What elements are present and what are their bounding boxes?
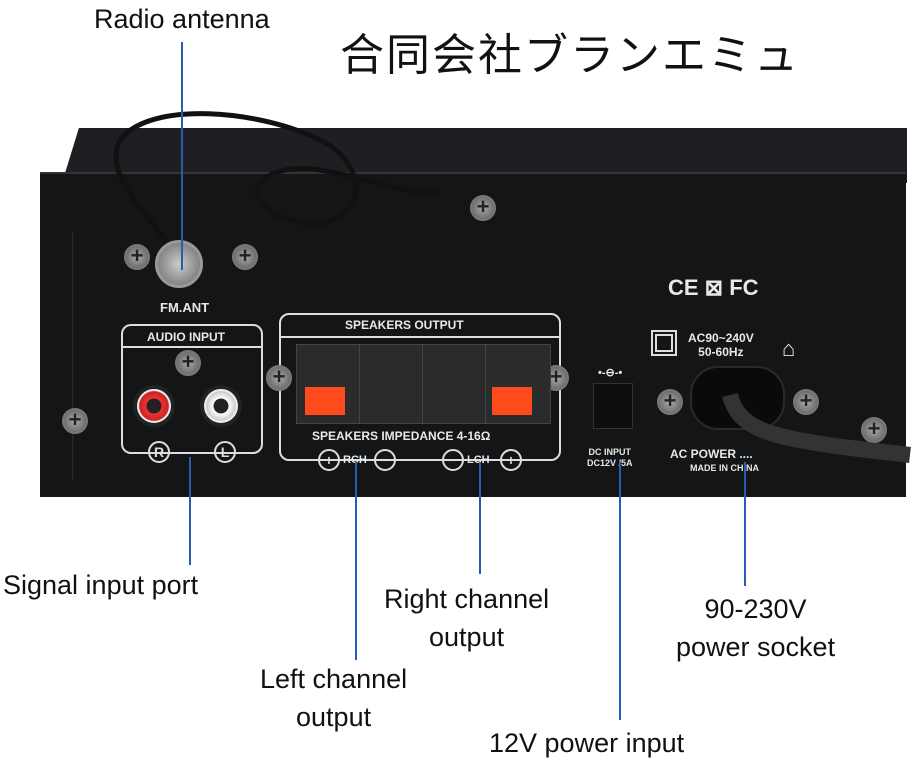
speakers-output-label: SPEAKERS OUTPUT [345,318,464,332]
label-line: output [296,702,372,732]
ac-power-label: AC POWER .... [670,447,753,461]
power-cord [722,392,911,463]
l-marker: L [214,441,236,463]
label-right-channel: Right channel output [384,580,549,656]
label-radio-antenna: Radio antenna [94,4,270,34]
label-left-channel: Left channel output [260,660,407,736]
dc-input-text: DC INPUT [588,447,632,457]
label-line: Left channel [260,664,408,694]
rca-left-input[interactable] [200,385,242,427]
divider [121,346,263,348]
speaker-terminal-lch-plus[interactable] [485,344,551,424]
ac-voltage: AC90~240V [688,331,754,345]
speaker-terminal-rch-plus[interactable] [296,344,362,424]
fm-antenna-jack[interactable] [155,240,203,288]
callout-line-socket [744,462,746,586]
fm-ant-label: FM.ANT [160,300,210,315]
screw-icon [232,243,258,270]
watermark: 合同会社ブランエミュ [340,31,800,80]
dc-input-jack[interactable] [593,383,633,429]
audio-input-box [121,324,263,454]
label-12v-power: 12V power input [489,728,685,758]
ac-frequency: 50-60Hz [698,345,744,359]
screw-icon [793,388,819,415]
divider [279,336,561,338]
rca-right-input[interactable] [133,385,175,427]
dc-polarity-icon: •-⊖-• [598,367,623,379]
screw-icon [175,349,201,376]
callout-line-signal [189,457,191,565]
amplifier-rear-panel [40,172,906,497]
screw-icon [470,194,496,221]
screw-icon [124,243,150,270]
double-insulation-icon [651,330,677,356]
label-signal-input: Signal input port [3,570,199,600]
screw-icon [62,407,88,434]
certification-marks: CE ⊠ FC [668,275,759,300]
label-line: 90-230V [704,594,807,624]
impedance-label: SPEAKERS IMPEDANCE 4-16Ω [312,429,491,443]
dc-rating-text: DC12V /5A [587,458,633,468]
r-marker: R [148,441,170,463]
callout-line-12v [619,462,621,720]
indoor-use-icon: ⌂ [782,336,796,361]
label-line: power socket [676,632,836,662]
callout-line-antenna [181,42,183,270]
callout-line-right [479,462,481,574]
callout-line-left [355,462,357,660]
made-in-label: MADE IN CHINA [690,463,759,473]
audio-input-label: AUDIO INPUT [147,330,225,344]
antenna-cable [113,111,442,267]
plus-icon: + [500,449,522,471]
lch-label: LCH [467,454,490,466]
plus-icon: + [318,449,340,471]
minus-icon: − [442,449,464,471]
minus-icon: − [374,449,396,471]
screw-icon [657,388,683,415]
rch-label: RCH [343,454,367,466]
speaker-terminal-rch-minus[interactable] [359,344,425,424]
screw-icon [266,364,292,391]
label-line: output [429,622,505,652]
panel-inner [72,232,898,480]
label-power-socket: 90-230V power socket [676,590,835,666]
label-line: Right channel [384,584,550,614]
speaker-terminal-lch-minus[interactable] [422,344,488,424]
screw-icon [861,416,887,443]
